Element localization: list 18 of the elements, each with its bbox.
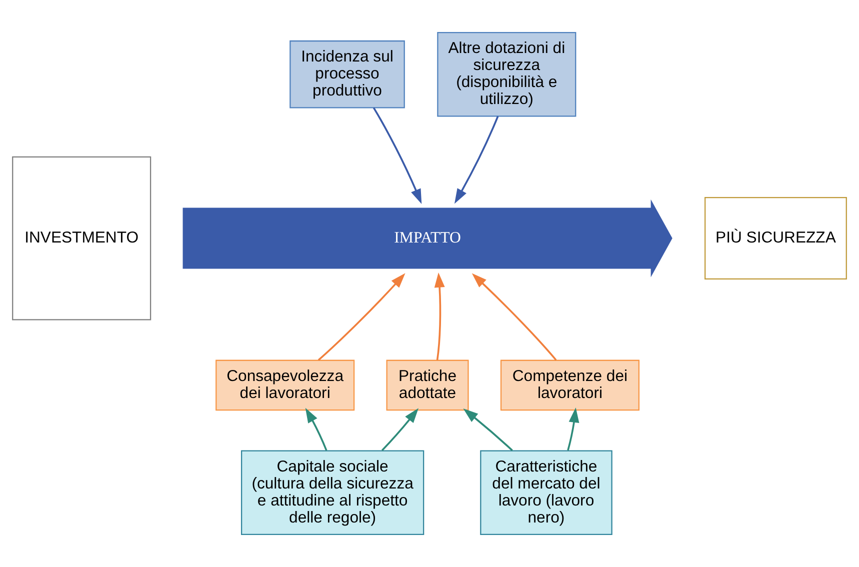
arrow — [463, 408, 513, 452]
arrow — [305, 408, 328, 451]
node-box: Altre dotazioni di sicurezza (disponibilità e utilizzo) — [437, 32, 576, 117]
arrow — [567, 408, 580, 451]
node-box: Competenze dei lavoratori — [500, 360, 640, 411]
node-box: Capitale sociale (cultura della sicurezza e attitudine al rispetto delle regole) — [240, 450, 424, 536]
arrow — [472, 273, 557, 361]
node-box: Caratteristiche del mercato del lavoro (lavoro nero) — [480, 450, 612, 536]
node-box: Incidenza sul processo produttivo — [290, 40, 405, 108]
arrow — [318, 273, 406, 361]
arrow — [372, 107, 422, 204]
node-box: Consapevolezza dei lavoratori — [216, 360, 355, 411]
node-box: INVESTMENTO — [12, 156, 152, 320]
node-box: Pratiche adottate — [386, 360, 469, 411]
arrow — [434, 272, 445, 360]
arrow — [454, 116, 499, 204]
node-box: PIÙ SICUREZZA — [704, 197, 847, 280]
arrow — [381, 408, 419, 452]
